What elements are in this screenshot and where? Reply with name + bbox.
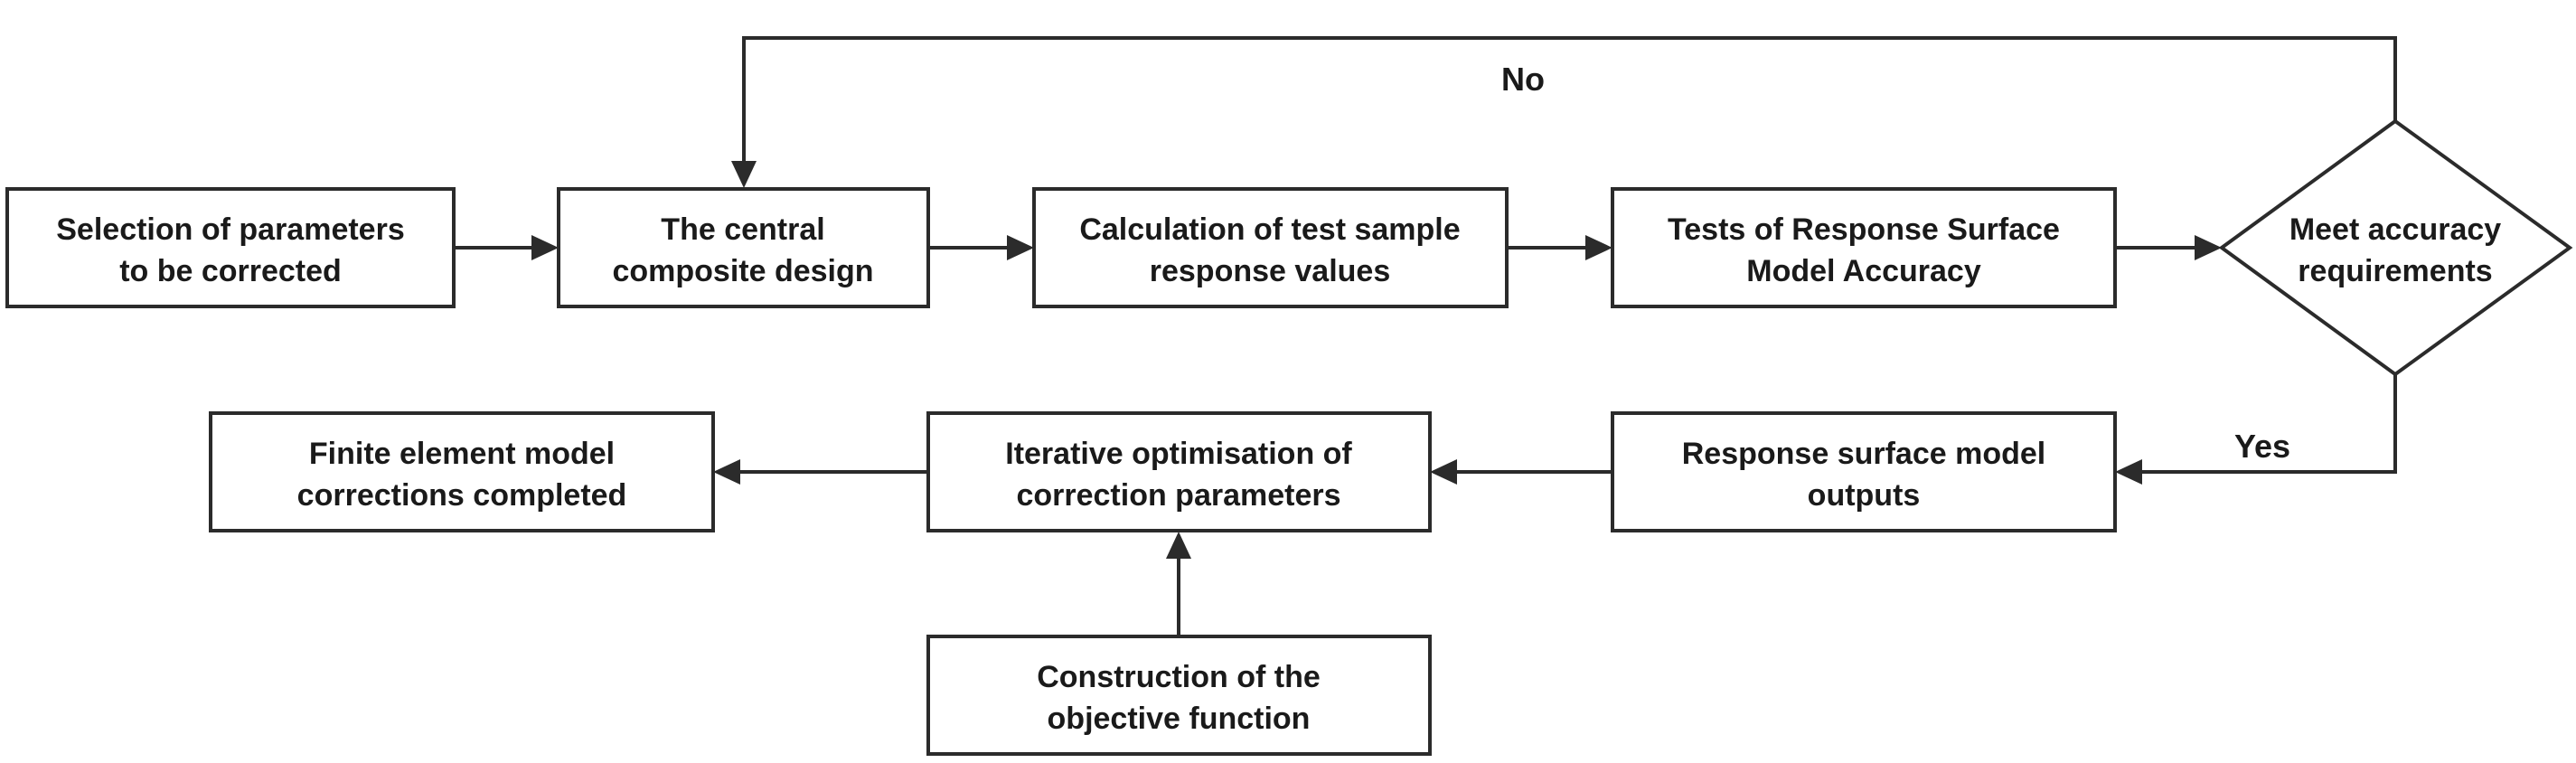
node-tests-box: [1611, 187, 2117, 308]
node-objective-box: [926, 635, 1432, 756]
connectors: [454, 36, 2397, 636]
node-calc-line2: response values: [1150, 254, 1390, 288]
node-decision-diamond: [2218, 118, 2573, 377]
node-fe-done-box: [209, 411, 715, 532]
node-calc-box: [1032, 187, 1509, 308]
node-decision: Meet accuracy requirements: [2218, 118, 2573, 377]
node-tests: Tests of Response Surface Model Accuracy: [1611, 187, 2117, 308]
arrowhead-selection-to-ccd: [531, 235, 559, 260]
node-tests-line2: Model Accuracy: [1746, 254, 1981, 288]
node-rsm-out: Response surface model outputs: [1611, 411, 2117, 532]
node-rsm-out-line2: outputs: [1808, 478, 1921, 513]
node-ccd: The central composite design: [557, 187, 930, 308]
edge-no-loop: [742, 36, 2397, 163]
node-ccd-line1: The central: [661, 212, 824, 247]
node-selection-line1: Selection of parameters: [56, 212, 404, 247]
node-fe-done-line1: Finite element model: [309, 437, 615, 471]
node-fe-done: Finite element model corrections complet…: [209, 411, 715, 532]
node-calc: Calculation of test sample response valu…: [1032, 187, 1509, 308]
arrowhead-tests-to-decision: [2195, 235, 2222, 260]
node-rsm-out-box: [1611, 411, 2117, 532]
node-selection-line2: to be corrected: [119, 254, 342, 288]
node-decision-line2: requirements: [2298, 254, 2492, 288]
node-iterative-line1: Iterative optimisation of: [1005, 437, 1352, 471]
node-selection: Selection of parameters to be corrected: [5, 187, 456, 308]
node-decision-line1: Meet accuracy: [2289, 212, 2501, 247]
arrowhead-rsmout-to-iterative: [1430, 459, 1457, 485]
edge-label-no: No: [1501, 61, 1545, 98]
node-iterative-box: [926, 411, 1432, 532]
node-rsm-out-line1: Response surface model: [1682, 437, 2045, 471]
node-objective-line2: objective function: [1048, 702, 1311, 736]
node-ccd-box: [557, 187, 930, 308]
node-fe-done-line2: corrections completed: [297, 478, 627, 513]
node-tests-line1: Tests of Response Surface: [1668, 212, 2060, 247]
arrowhead-yes: [2115, 459, 2142, 485]
arrowhead-no-loop: [731, 161, 757, 188]
node-calc-line1: Calculation of test sample: [1079, 212, 1460, 247]
arrowhead-ccd-to-calc: [1007, 235, 1034, 260]
node-objective: Construction of the objective function: [926, 635, 1432, 756]
arrowhead-objective-to-iterative: [1166, 532, 1191, 559]
node-iterative: Iterative optimisation of correction par…: [926, 411, 1432, 532]
node-selection-box: [5, 187, 456, 308]
node-objective-line1: Construction of the: [1037, 660, 1321, 694]
edge-label-yes: Yes: [2234, 428, 2290, 465]
node-iterative-line2: correction parameters: [1016, 478, 1340, 513]
node-ccd-line2: composite design: [612, 254, 873, 288]
arrowhead-calc-to-tests: [1585, 235, 1612, 260]
arrowhead-iterative-to-fedone: [713, 459, 740, 485]
edge-yes: [2139, 374, 2397, 474]
